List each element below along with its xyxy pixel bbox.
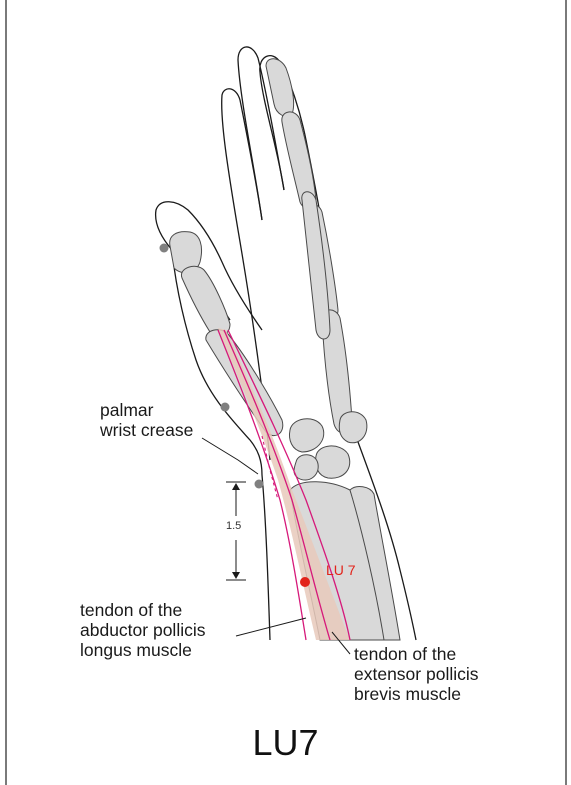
palmar-wrist-crease-label: palmar wrist crease (100, 400, 193, 440)
palmar-wrist-crease-line-2: wrist crease (100, 420, 193, 440)
apl-tendon-line-2: abductor pollicis (80, 620, 205, 640)
palm-marker (221, 403, 230, 412)
lu7-point-label: LU 7 (326, 562, 356, 578)
arrow-down (232, 572, 240, 579)
wrist-crease-marker (255, 480, 264, 489)
apl-tendon-line-3: longus muscle (80, 640, 205, 660)
epb-tendon-label: tendon of the extensor pollicis brevis m… (354, 644, 479, 704)
epb-tendon-line-1: tendon of the (354, 644, 479, 664)
apl-tendon-line-1: tendon of the (80, 600, 205, 620)
epb-tendon-line-2: extensor pollicis (354, 664, 479, 684)
palmar-wrist-crease-line-1: palmar (100, 400, 193, 420)
measurement-label: 1.5 (226, 520, 241, 532)
lu7-point (300, 577, 310, 587)
thumb-tip-marker (160, 244, 169, 253)
epb-tendon-line-3: brevis muscle (354, 684, 479, 704)
arrow-up (232, 483, 240, 490)
apl-tendon-label: tendon of the abductor pollicis longus m… (80, 600, 205, 660)
bones (170, 59, 400, 640)
diagram-caption: LU7 (0, 722, 571, 764)
